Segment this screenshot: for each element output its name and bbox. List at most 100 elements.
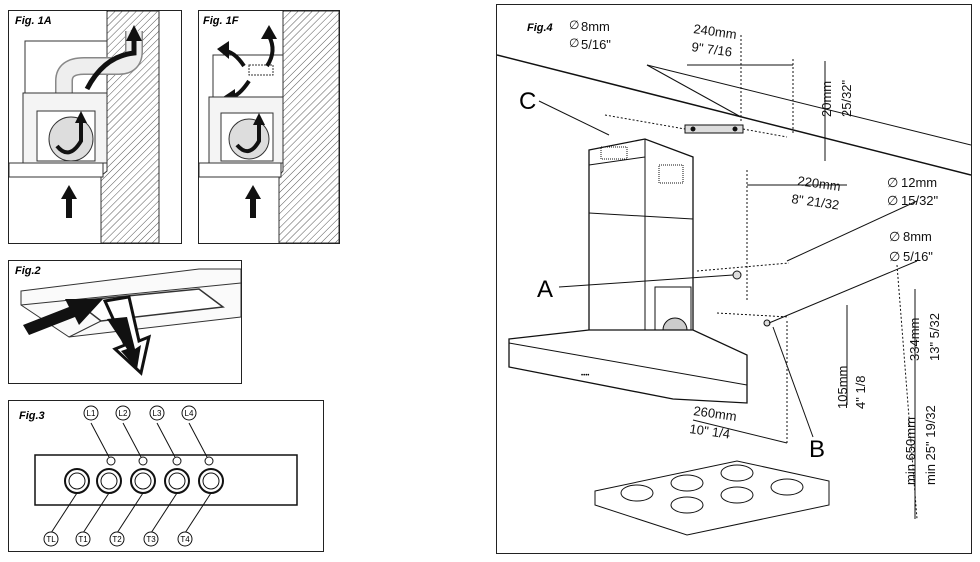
control-knob-inner <box>134 472 152 490</box>
filter-grille <box>248 64 274 76</box>
dim-260-in: 10" 1/4 <box>689 421 731 442</box>
indicator-light <box>106 456 116 466</box>
knob-callout <box>43 531 59 547</box>
svg-text:∅: ∅ <box>887 193 898 208</box>
light-callout <box>115 405 131 421</box>
dim-240-in: 9" 7/16 <box>691 39 733 60</box>
dim-hole8-mm: 8mm <box>903 229 932 244</box>
knob-callout <box>177 531 193 547</box>
light-callout <box>83 405 99 421</box>
cooktop <box>594 460 830 536</box>
fig-2-panel: Fig.2 <box>8 260 242 384</box>
fig-1f-panel: Fig. 1F <box>198 10 340 244</box>
control-knob-inner <box>202 472 220 490</box>
dim-20-mm: 20mm <box>819 81 834 117</box>
indicator-light <box>172 456 182 466</box>
knob-leader-line <box>184 492 212 534</box>
dim-20-in: 25/32" <box>839 79 854 117</box>
letter-c: C <box>519 88 536 115</box>
fig-1f-drawing: Fig. 1F <box>199 11 339 243</box>
indicator-light <box>138 456 148 466</box>
letter-b: B <box>809 436 825 463</box>
knob-label: T2 <box>112 535 122 544</box>
fan <box>48 116 94 162</box>
vent-grille-left <box>600 146 628 160</box>
svg-text:∅: ∅ <box>889 229 900 244</box>
knob-leader-line <box>116 492 144 534</box>
control-knob-inner <box>168 472 186 490</box>
dim-650-in: min 25" 19/32 <box>923 405 938 485</box>
wall-top-line <box>497 54 971 176</box>
push-arrow <box>23 299 103 335</box>
svg-text:∅: ∅ <box>569 18 579 32</box>
cooktop-burners <box>620 464 804 514</box>
dim-220-mm: 220mm <box>797 173 842 194</box>
fig-4-panel: Fig.4 •••• C A B <box>496 4 972 554</box>
knob-leader-line <box>150 492 178 534</box>
dim-hole-top-mm: 8mm <box>581 19 610 34</box>
knob-label: T4 <box>180 535 190 544</box>
airflow-arrow <box>84 36 137 91</box>
dim-220-in: 8" 21/32 <box>791 191 841 213</box>
wall <box>278 11 339 243</box>
svg-text:∅: ∅ <box>569 36 579 50</box>
dim-240-mm: 240mm <box>693 21 738 42</box>
dim-hole12-mm: 12mm <box>901 175 937 190</box>
knob-label: TL <box>46 535 56 544</box>
vent-grille-right <box>658 164 684 184</box>
light-leader-line <box>188 422 208 458</box>
dim-hole8-in: 5/16" <box>903 249 933 264</box>
knob-leader-line <box>50 492 78 534</box>
inflow-arrow <box>66 196 72 218</box>
light-label: L1 <box>87 409 96 418</box>
fig-1a-panel: Fig. 1A <box>8 10 182 244</box>
fig-1f-label: Fig. 1F <box>203 15 239 27</box>
hood-canopy <box>199 162 282 178</box>
control-knob-inner <box>68 472 86 490</box>
light-label: L2 <box>119 409 128 418</box>
control-knob-inner <box>100 472 118 490</box>
knob-label: T3 <box>146 535 156 544</box>
svg-text:∅: ∅ <box>889 249 900 264</box>
dim-650-mm: min 650mm <box>903 417 918 485</box>
letter-a: A <box>537 276 553 303</box>
knob-callout <box>75 531 91 547</box>
inflow-arrow <box>250 196 256 218</box>
svg-text:••••: •••• <box>581 373 589 379</box>
fig-3-label: Fig.3 <box>19 410 45 422</box>
knob-label: T1 <box>78 535 88 544</box>
svg-text:∅: ∅ <box>887 175 898 190</box>
airflow-arrowhead <box>126 25 142 41</box>
indicator-light <box>204 456 214 466</box>
light-callout <box>149 405 165 421</box>
dim-334-in: 13" 5/32 <box>927 313 942 361</box>
fig-4-drawing: Fig.4 •••• C A B <box>497 5 971 553</box>
fig-2-drawing: Fig.2 <box>9 261 241 383</box>
dim-hole-top-in: 5/16" <box>581 37 611 52</box>
dim-260-mm: 260mm <box>693 403 738 424</box>
knob-leader-line <box>82 492 110 534</box>
dim-105-mm: 105mm <box>835 366 850 409</box>
dim-hole12-in: 15/32" <box>901 193 939 208</box>
fig-2-label: Fig.2 <box>15 265 41 277</box>
screw-a <box>732 270 742 280</box>
dim-105-in: 4" 1/8 <box>853 375 868 409</box>
hood-canopy <box>9 162 104 178</box>
light-leader-line <box>122 422 142 458</box>
chimney <box>212 54 284 98</box>
hood-canopy <box>508 329 748 404</box>
fig-4-label: Fig.4 <box>527 22 553 34</box>
ceiling-line <box>646 64 971 146</box>
light-label: L3 <box>153 409 162 418</box>
light-leader-line <box>156 422 176 458</box>
knob-callout <box>109 531 125 547</box>
knob-callout <box>143 531 159 547</box>
fig-1a-drawing: Fig. 1A <box>9 11 181 243</box>
fig-1a-label: Fig. 1A <box>15 15 52 27</box>
dim-334-mm: 334mm <box>907 318 922 361</box>
light-leader-line <box>90 422 110 458</box>
light-callout <box>181 405 197 421</box>
light-label: L4 <box>185 409 194 418</box>
